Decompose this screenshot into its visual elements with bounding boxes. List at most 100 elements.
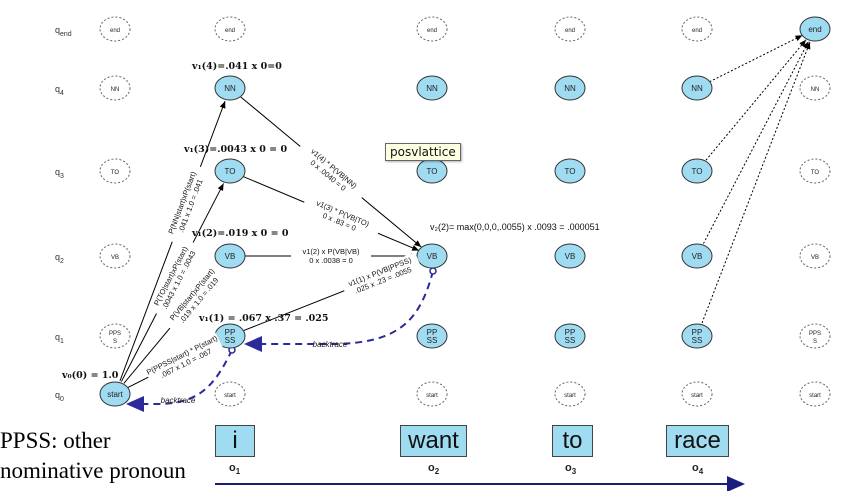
word-box: i [215,425,255,457]
state-node-to: TO [99,158,131,184]
state-node-to: TO [554,158,586,184]
svg-text:start: start [107,390,123,399]
viterbi-value-label: v₁(1) = .067 x .37 = .025 [198,313,329,324]
state-node-ppss: PPSS [554,323,586,349]
state-node-ppss: PPSS [681,323,713,349]
svg-text:NN: NN [691,84,703,93]
transition-edge [709,34,803,83]
state-node-ppss: PPSS [214,323,246,349]
state-node-nn: NN [214,75,246,101]
viterbi-value-label: v₁(3)=.0043 x 0 = 0 [183,144,287,155]
backtrace-arrow [244,270,434,352]
state-node-end: end [554,16,586,42]
svg-text:VB: VB [565,252,576,261]
svg-text:NN: NN [811,87,820,93]
state-node-nn: NN [554,75,586,101]
svg-text:NN: NN [426,84,438,93]
state-node-ppss: PPSS [416,323,448,349]
word-box: race [666,425,729,457]
row-label: q3 [55,167,64,180]
transition-edge [701,41,811,324]
state-node-ppss: PPS S [99,323,131,349]
viterbi-value-label: v₂(2)= max(0,0,0,.0055) x .0093 = .00005… [430,222,600,232]
state-node-start: start [554,381,586,407]
observation-label: o1 [229,462,241,477]
state-node-to: TO [416,158,448,184]
state-node-nn: NN [99,75,131,101]
state-node-end: end [799,16,831,42]
state-node-end: end [99,16,131,42]
state-node-start: start [214,381,246,407]
viterbi-value-label: v₀(0) = 1.0 [61,370,119,381]
word-box: want [400,425,467,457]
observation-label: o3 [565,462,577,477]
svg-text:NN: NN [111,87,120,93]
observation-label: o4 [692,462,704,477]
state-node-nn: NN [416,75,448,101]
row-label: qend [55,25,72,38]
tooltip: posvlattice [385,143,461,161]
state-node-start: start [681,381,713,407]
svg-text:VB: VB [427,252,438,261]
svg-text:SS: SS [565,336,576,345]
svg-text:end: end [692,28,702,34]
observation-label: o2 [428,462,440,477]
svg-text:PPS: PPS [109,331,121,337]
state-node-vb: VB [214,243,246,269]
svg-text:end: end [808,25,821,34]
svg-text:PP: PP [427,328,438,337]
row-label: q1 [55,332,64,345]
svg-text:PPS: PPS [809,331,821,337]
state-node-end: end [681,16,713,42]
svg-text:start: start [809,393,821,399]
state-node-vb: VB [554,243,586,269]
viterbi-value-label: v₁(4)=.041 x 0=0 [191,61,282,72]
state-node-vb: VB [416,243,448,269]
svg-text:PP: PP [225,328,236,337]
svg-text:start: start [426,393,438,399]
backtrace-label: backtrace [313,340,348,349]
note-line-2: nominative pronoun [0,458,186,483]
svg-text:end: end [110,28,120,34]
svg-text:VB: VB [692,252,703,261]
state-node-to: TO [681,158,713,184]
state-node-to: TO [214,158,246,184]
svg-text:S: S [813,339,817,345]
state-node-nn: NN [681,75,713,101]
svg-text:TO: TO [225,167,236,176]
svg-text:VB: VB [111,255,119,261]
state-node-end: end [214,16,246,42]
state-node-nn: NN [799,75,831,101]
svg-text:TO: TO [427,167,438,176]
svg-text:end: end [427,28,437,34]
state-node-start: start [99,381,131,407]
svg-text:TO: TO [111,170,120,176]
svg-text:SS: SS [692,336,703,345]
row-label: q2 [55,252,64,265]
svg-text:TO: TO [811,170,820,176]
state-node-vb: VB [99,243,131,269]
state-node-start: start [799,381,831,407]
edge-label: 0 x .0038 = 0 [309,256,353,265]
svg-text:SS: SS [427,336,438,345]
svg-text:start: start [224,393,236,399]
svg-text:SS: SS [225,336,236,345]
backtrace-label: backtrace [161,396,196,405]
state-node-vb: VB [681,243,713,269]
state-node-to: TO [799,158,831,184]
svg-text:PP: PP [565,328,576,337]
row-label: q4 [55,84,64,97]
row-label: q0 [55,390,64,403]
svg-text:TO: TO [565,167,576,176]
svg-text:start: start [564,393,576,399]
svg-text:NN: NN [224,84,236,93]
word-box: to [552,425,593,457]
svg-text:S: S [113,339,117,345]
state-node-vb: VB [799,243,831,269]
svg-text:end: end [225,28,235,34]
svg-text:VB: VB [225,252,236,261]
svg-text:PP: PP [692,328,703,337]
state-node-start: start [416,381,448,407]
note-line-1: PPSS: other [0,428,111,453]
